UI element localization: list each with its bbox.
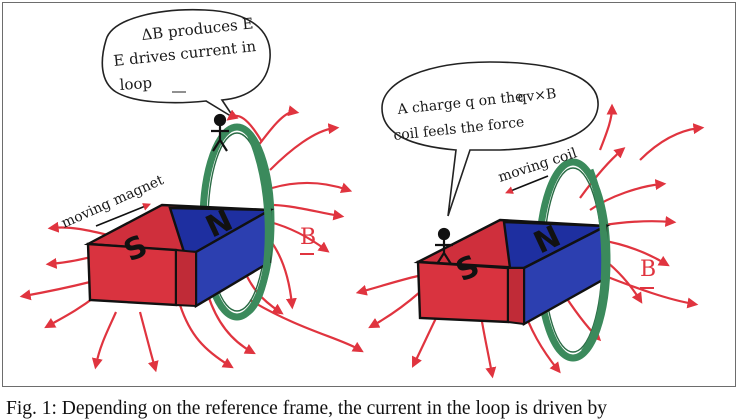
left-motion-arrow	[95, 203, 151, 227]
right-motion-arrow	[505, 175, 549, 194]
figure-caption: Fig. 1: Depending on the reference frame…	[6, 398, 608, 419]
right-stick-figure	[435, 227, 453, 265]
left-stick-figure	[211, 113, 229, 152]
left-field-lines	[19, 105, 364, 373]
right-magnet: S N	[413, 218, 611, 327]
right-field-label: B	[640, 257, 656, 282]
left-field-label: B	[300, 225, 316, 250]
right-bubble-line-3: qv×B	[517, 86, 557, 106]
right-speech-bubble: A charge q on the coil feels the force q…	[381, 61, 599, 217]
right-coil-front	[581, 168, 609, 355]
left-speech-bubble: ΔB produces E E drives current in loop	[101, 8, 271, 119]
left-panel: ΔB produces E E drives current in loop	[19, 8, 364, 373]
left-coil-front	[245, 132, 272, 315]
left-magnet: S N	[83, 203, 275, 309]
left-bubble-line-3: loop	[119, 74, 153, 94]
right-panel: A charge q on the coil feels the force q…	[355, 61, 705, 379]
